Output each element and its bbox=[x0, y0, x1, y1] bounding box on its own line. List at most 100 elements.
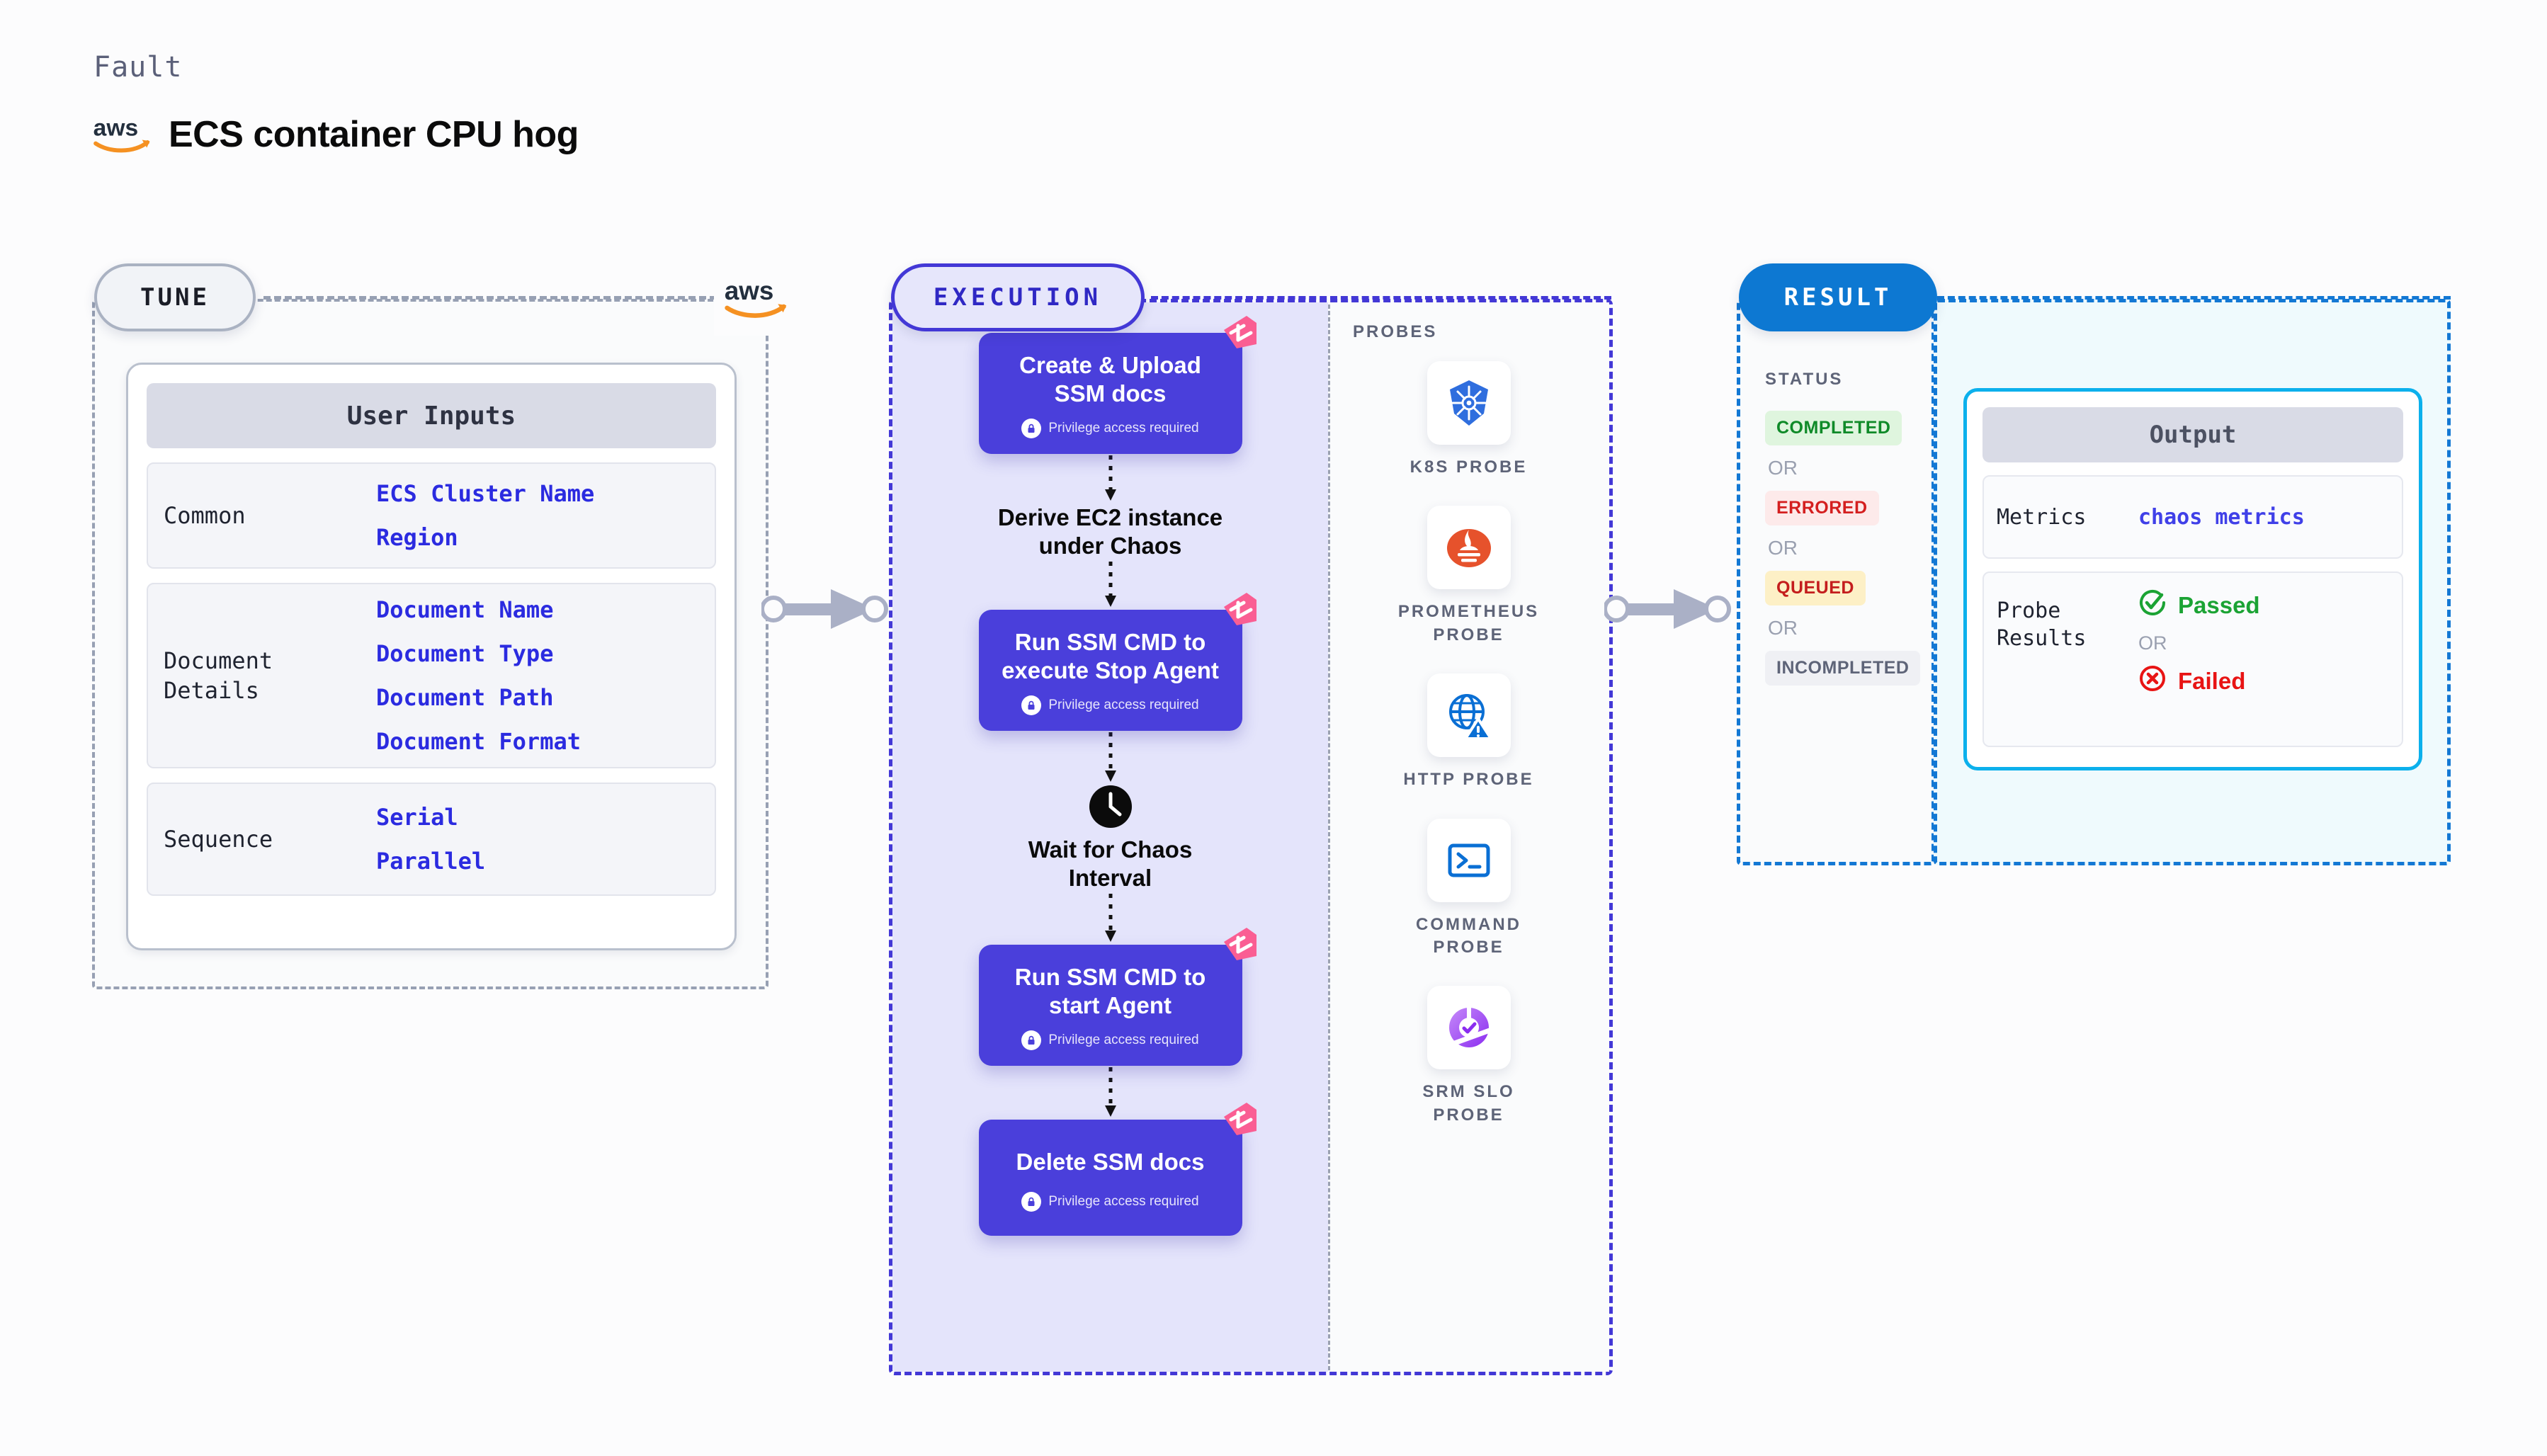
output-title: Output bbox=[1982, 407, 2403, 462]
probe-item-prometheus[interactable]: PROMETHEUS PROBE bbox=[1377, 506, 1561, 647]
arrow-right-icon bbox=[760, 574, 903, 648]
tune-section-sequence: Sequence Serial Parallel bbox=[147, 783, 716, 896]
metrics-value[interactable]: chaos metrics bbox=[2138, 504, 2305, 530]
probe-item-command[interactable]: COMMAND PROBE bbox=[1377, 818, 1561, 960]
tune-section-label: Sequence bbox=[164, 825, 273, 853]
flow-arrow-icon bbox=[1104, 560, 1116, 610]
status-label: STATUS bbox=[1765, 370, 1844, 389]
aws-logo-icon: aws bbox=[92, 114, 152, 155]
privilege-text: Privilege access required bbox=[1048, 420, 1199, 436]
result-pill[interactable]: RESULT bbox=[1739, 263, 1937, 331]
result-dashed-connector-line bbox=[1937, 296, 2451, 300]
page-title-row: aws ECS container CPU hog bbox=[92, 113, 579, 156]
probe-result-failed: Failed bbox=[2138, 664, 2260, 698]
aws-logo-icon: aws bbox=[714, 261, 798, 336]
output-row-probe-results: Probe Results Passed OR bbox=[1982, 571, 2403, 747]
or-separator: OR bbox=[1768, 537, 1798, 559]
execution-step-node[interactable]: Run SSM CMD to execute Stop Agent Privil… bbox=[978, 593, 1257, 731]
privilege-text: Privilege access required bbox=[1048, 1193, 1199, 1209]
privilege-note: Privilege access required bbox=[992, 695, 1230, 715]
close-circle-icon bbox=[2138, 664, 2167, 698]
lock-icon bbox=[1021, 695, 1042, 715]
probes-list: K8S PROBE PROMETHEUS PROBE bbox=[1328, 361, 1609, 1127]
probe-item-srm-slo[interactable]: SRM SLO PROBE bbox=[1377, 986, 1561, 1127]
tune-value[interactable]: ECS Cluster Name bbox=[376, 480, 595, 507]
passed-text: Passed bbox=[2178, 592, 2260, 618]
tune-section-label: Common bbox=[164, 501, 246, 529]
probe-result-passed: Passed bbox=[2138, 588, 2260, 622]
output-card: Output Metrics chaos metrics Probe Resul… bbox=[1963, 388, 2422, 770]
probe-results-label: Probe Results bbox=[1997, 598, 2087, 651]
output-row-metrics: Metrics chaos metrics bbox=[1982, 475, 2403, 559]
srm-slo-icon bbox=[1426, 986, 1511, 1070]
probes-label: PROBES bbox=[1353, 322, 1438, 341]
step-title: Run SSM CMD to start Agent bbox=[1014, 964, 1206, 1019]
status-badge-incompleted: INCOMPLETED bbox=[1765, 651, 1921, 686]
tune-value[interactable]: Region bbox=[376, 524, 458, 551]
status-badge-errored: ERRORED bbox=[1765, 491, 1879, 525]
privilege-text: Privilege access required bbox=[1048, 697, 1199, 712]
lock-icon bbox=[1021, 418, 1042, 438]
probe-name: HTTP PROBE bbox=[1403, 770, 1534, 790]
or-separator: OR bbox=[1768, 457, 1798, 479]
tune-pill[interactable]: TUNE bbox=[94, 263, 256, 331]
tune-value[interactable]: Serial bbox=[376, 804, 458, 831]
tune-value[interactable]: Document Format bbox=[376, 728, 581, 755]
status-badge-queued: QUEUED bbox=[1765, 571, 1866, 605]
step-title: Create & Upload SSM docs bbox=[1019, 352, 1201, 407]
tune-value[interactable]: Document Type bbox=[376, 640, 554, 667]
clock-icon bbox=[1028, 785, 1193, 829]
tune-value[interactable]: Document Name bbox=[376, 596, 554, 623]
user-inputs-title: User Inputs bbox=[147, 383, 716, 448]
page-title: ECS container CPU hog bbox=[169, 114, 579, 155]
step-title: Wait for Chaos Interval bbox=[1028, 836, 1193, 891]
svg-text:aws: aws bbox=[725, 276, 774, 305]
flow-arrow-icon bbox=[1104, 731, 1116, 785]
privilege-text: Privilege access required bbox=[1048, 1032, 1199, 1047]
probe-item-http[interactable]: HTTP PROBE bbox=[1377, 673, 1561, 791]
kubernetes-icon bbox=[1426, 361, 1511, 445]
probe-name: K8S PROBE bbox=[1409, 457, 1528, 477]
http-globe-icon bbox=[1426, 673, 1511, 758]
probe-name: COMMAND PROBE bbox=[1416, 914, 1521, 957]
check-circle-icon bbox=[2138, 588, 2167, 622]
step-title: Delete SSM docs bbox=[1016, 1148, 1205, 1175]
tune-value[interactable]: Document Path bbox=[376, 684, 554, 711]
harness-logo-icon bbox=[1220, 926, 1258, 962]
execution-step-node[interactable]: Run SSM CMD to start Agent Privilege acc… bbox=[978, 928, 1257, 1066]
execution-step-plain: Derive EC2 instance under Chaos bbox=[997, 504, 1223, 559]
privilege-note: Privilege access required bbox=[992, 1030, 1230, 1050]
probe-item-k8s[interactable]: K8S PROBE bbox=[1377, 361, 1561, 479]
harness-logo-icon bbox=[1220, 314, 1258, 350]
execution-dashed-connector-line bbox=[1151, 296, 1611, 300]
probes-divider bbox=[1328, 305, 1330, 1370]
execution-step-node[interactable]: Delete SSM docs Privilege access require… bbox=[978, 1102, 1257, 1236]
flow-arrow-icon bbox=[1104, 1066, 1116, 1120]
flow-arrow-icon bbox=[1104, 454, 1116, 504]
privilege-note: Privilege access required bbox=[992, 418, 1230, 438]
privilege-note: Privilege access required bbox=[992, 1191, 1230, 1212]
tune-dashed-connector-line bbox=[263, 296, 717, 300]
status-list: COMPLETED OR ERRORED OR QUEUED OR INCOMP… bbox=[1765, 411, 1921, 686]
execution-step-node[interactable]: Create & Upload SSM docs Privilege acces… bbox=[978, 316, 1257, 454]
svg-text:aws: aws bbox=[93, 115, 138, 142]
lock-icon bbox=[1021, 1191, 1042, 1212]
lock-icon bbox=[1021, 1030, 1042, 1050]
step-title: Run SSM CMD to execute Stop Agent bbox=[1002, 629, 1219, 684]
execution-flow: Create & Upload SSM docs Privilege acces… bbox=[892, 316, 1328, 1236]
tune-section-label: Document Details bbox=[164, 647, 273, 704]
prometheus-icon bbox=[1426, 506, 1511, 590]
or-separator: OR bbox=[1768, 617, 1798, 639]
or-separator: OR bbox=[2138, 632, 2167, 654]
tune-section-document-details: Document Details Document Name Document … bbox=[147, 583, 716, 768]
terminal-icon bbox=[1426, 818, 1511, 902]
execution-zone bbox=[889, 299, 1613, 1375]
status-badge-completed: COMPLETED bbox=[1765, 411, 1902, 445]
metrics-label: Metrics bbox=[1997, 504, 2087, 530]
failed-text: Failed bbox=[2178, 668, 2246, 694]
tune-value[interactable]: Parallel bbox=[376, 848, 486, 875]
user-inputs-card: User Inputs Common ECS Cluster Name Regi… bbox=[126, 363, 737, 950]
arrow-right-icon bbox=[1603, 574, 1753, 648]
execution-pill[interactable]: EXECUTION bbox=[891, 263, 1145, 331]
execution-step-plain-wait: Wait for Chaos Interval bbox=[1028, 785, 1193, 893]
